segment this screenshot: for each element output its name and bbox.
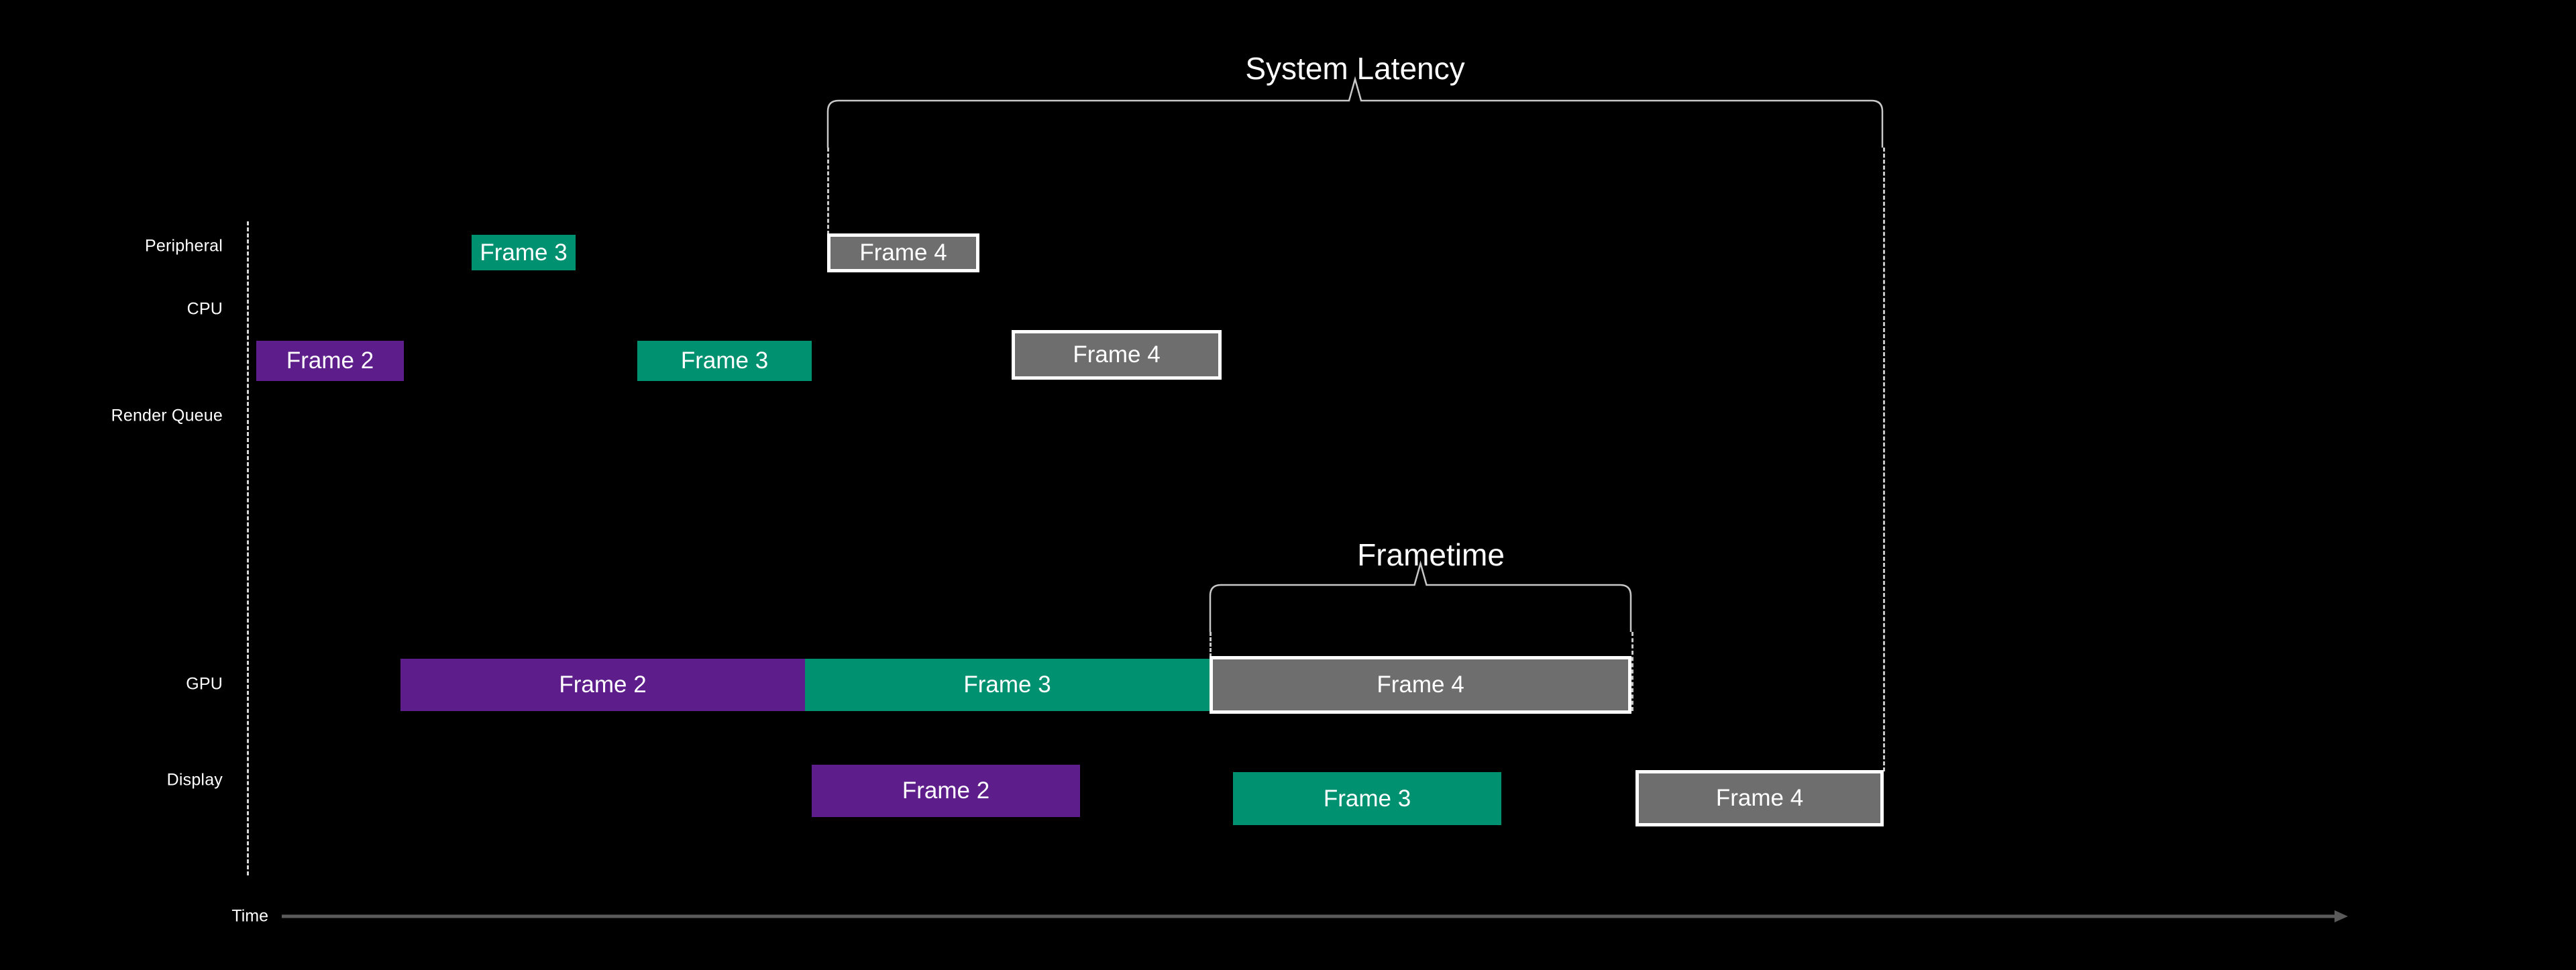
bar-gpu-frame-2[interactable]: Frame 2 bbox=[400, 659, 805, 711]
bar-cpu-frame-3[interactable]: Frame 3 bbox=[637, 341, 812, 381]
bar-label: Frame 3 bbox=[1323, 785, 1411, 812]
row-label-display: Display bbox=[166, 770, 223, 790]
row-label-gpu: GPU bbox=[186, 674, 223, 694]
bracket-leader-right-system-latency bbox=[1883, 148, 1885, 771]
bar-label: Frame 2 bbox=[559, 671, 647, 698]
bar-label: Frame 3 bbox=[963, 671, 1051, 698]
time-arrowhead-icon bbox=[2334, 910, 2348, 922]
row-label-render-queue: Render Queue bbox=[111, 406, 223, 425]
bar-display-frame-3[interactable]: Frame 3 bbox=[1233, 772, 1501, 825]
bracket-shape-frametime bbox=[1209, 560, 1632, 632]
bar-cpu-frame-2[interactable]: Frame 2 bbox=[256, 341, 404, 381]
bar-label: Frame 4 bbox=[1073, 341, 1161, 368]
bar-label: Frame 3 bbox=[480, 239, 568, 266]
bracket-shape-system-latency bbox=[826, 76, 1884, 148]
time-axis-arrow bbox=[282, 910, 2348, 922]
bracket-system-latency bbox=[826, 76, 1884, 148]
bar-label: Frame 2 bbox=[902, 777, 990, 804]
bar-label: Frame 4 bbox=[1715, 785, 1804, 811]
bracket-label-frametime: Frametime bbox=[1357, 537, 1505, 572]
bar-label: Frame 3 bbox=[680, 347, 769, 374]
bar-display-frame-4[interactable]: Frame 4 bbox=[1635, 770, 1884, 826]
bracket-leader-left-frametime bbox=[1210, 632, 1212, 657]
bracket-frametime bbox=[1209, 560, 1632, 632]
bracket-leader-right-frametime bbox=[1631, 632, 1633, 711]
bar-display-frame-2[interactable]: Frame 2 bbox=[812, 765, 1080, 817]
bracket-leader-left-system-latency bbox=[827, 148, 829, 235]
bar-peripheral-frame-3[interactable]: Frame 3 bbox=[472, 235, 576, 270]
row-label-cpu: CPU bbox=[186, 299, 223, 319]
bar-label: Frame 4 bbox=[1377, 671, 1464, 698]
bar-peripheral-frame-4[interactable]: Frame 4 bbox=[827, 233, 979, 272]
vertical-dashed-axis bbox=[247, 221, 249, 875]
time-axis-label: Time bbox=[231, 906, 268, 926]
bar-gpu-frame-4[interactable]: Frame 4 bbox=[1210, 656, 1631, 714]
bracket-label-system-latency: System Latency bbox=[1245, 51, 1465, 86]
bar-cpu-frame-4[interactable]: Frame 4 bbox=[1012, 330, 1222, 380]
bar-label: Frame 4 bbox=[859, 239, 947, 266]
row-label-peripheral: Peripheral bbox=[145, 236, 223, 256]
bar-gpu-frame-3[interactable]: Frame 3 bbox=[805, 659, 1210, 711]
bar-label: Frame 2 bbox=[286, 347, 374, 374]
